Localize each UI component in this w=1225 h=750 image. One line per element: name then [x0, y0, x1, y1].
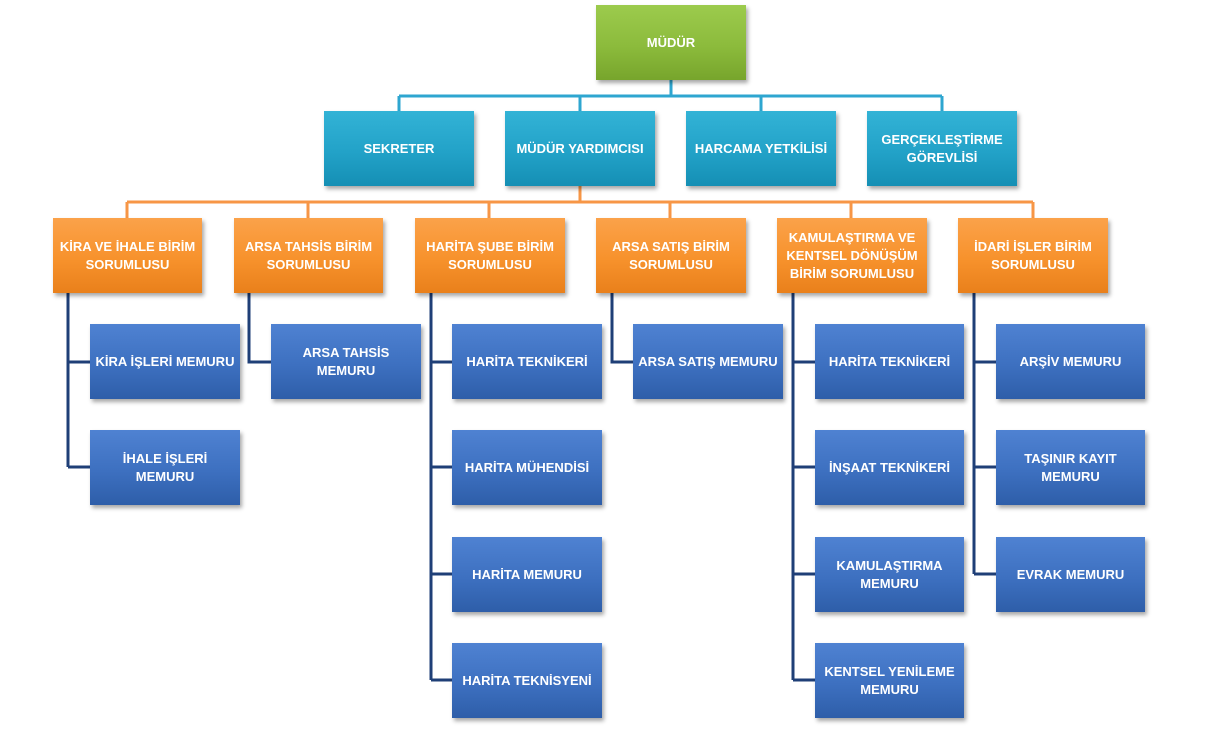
unit-label: ARSA TAHSİS BİRİM SORUMLUSU [244, 238, 373, 272]
staff-box-executive-officer: GERÇEKLEŞTİRME GÖREVLİSİ [867, 111, 1017, 186]
member-label: KİRA İŞLERİ MEMURU [95, 353, 235, 369]
unit-box-land-allocation: ARSA TAHSİS BİRİM SORUMLUSU [234, 218, 383, 293]
member-label: HARİTA TEKNİKERİ [828, 353, 951, 369]
staff-box-deputy-director: MÜDÜR YARDIMCISI [505, 111, 655, 186]
staff-label: SEKRETER [363, 140, 435, 156]
member-label: ARSA SATIŞ MEMURU [638, 353, 778, 369]
unit-label: KAMULAŞTIRMA VE KENTSEL DÖNÜŞÜM BİRİM SO… [786, 229, 918, 281]
member-box: HARİTA TEKNİKERİ [452, 324, 602, 399]
connector-unit-3-members [429, 293, 452, 682]
staff-label: MÜDÜR YARDIMCISI [516, 140, 644, 156]
member-box: KENTSEL YENİLEME MEMURU [815, 643, 964, 718]
member-label: HARİTA MÜHENDİSİ [464, 459, 590, 475]
member-label: EVRAK MEMURU [1016, 566, 1125, 582]
member-box: HARİTA MEMURU [452, 537, 602, 612]
connector-deputy-units [125, 186, 1035, 218]
connector-director-staff [397, 80, 944, 111]
unit-label: ARSA SATIŞ BİRİM SORUMLUSU [612, 238, 730, 272]
member-box: EVRAK MEMURU [996, 537, 1145, 612]
member-label: HARİTA TEKNİKERİ [466, 353, 588, 369]
member-label: KENTSEL YENİLEME MEMURU [824, 663, 955, 697]
member-label: TAŞINIR KAYIT MEMURU [1024, 450, 1117, 484]
connector-unit-5-members [791, 293, 815, 682]
member-label: HARİTA MEMURU [472, 566, 582, 582]
member-box: HARİTA TEKNİSYENİ [452, 643, 602, 718]
member-label: ARSA TAHSİS MEMURU [302, 344, 390, 378]
unit-label: HARİTA ŞUBE BİRİM SORUMLUSU [426, 238, 554, 272]
member-box: İNŞAAT TEKNİKERİ [815, 430, 964, 505]
staff-label: GERÇEKLEŞTİRME GÖREVLİSİ [881, 131, 1003, 165]
unit-label: KİRA VE İHALE BİRİM SORUMLUSU [59, 238, 196, 272]
member-box: ARSA TAHSİS MEMURU [271, 324, 421, 399]
member-label: İHALE İŞLERİ MEMURU [122, 450, 208, 484]
unit-label: İDARİ İŞLER BİRİM SORUMLUSU [974, 238, 1092, 272]
member-box: TAŞINIR KAYIT MEMURU [996, 430, 1145, 505]
member-label: İNŞAAT TEKNİKERİ [828, 459, 951, 475]
unit-box-expropriation: KAMULAŞTIRMA VE KENTSEL DÖNÜŞÜM BİRİM SO… [777, 218, 927, 293]
staff-box-secretary: SEKRETER [324, 111, 474, 186]
member-box: HARİTA MÜHENDİSİ [452, 430, 602, 505]
member-box: KİRA İŞLERİ MEMURU [90, 324, 240, 399]
connector-unit-2-members [247, 293, 271, 364]
member-box: HARİTA TEKNİKERİ [815, 324, 964, 399]
director-label: MÜDÜR [646, 34, 696, 50]
unit-box-mapping: HARİTA ŞUBE BİRİM SORUMLUSU [415, 218, 565, 293]
staff-box-spending-authority: HARCAMA YETKİLİSİ [686, 111, 836, 186]
staff-label: HARCAMA YETKİLİSİ [694, 140, 828, 156]
unit-box-land-sales: ARSA SATIŞ BİRİM SORUMLUSU [596, 218, 746, 293]
director-box: MÜDÜR [596, 5, 746, 80]
connector-unit-4-members [610, 293, 633, 364]
connector-unit-1-members [66, 293, 90, 469]
unit-box-administrative: İDARİ İŞLER BİRİM SORUMLUSU [958, 218, 1108, 293]
member-label: KAMULAŞTIRMA MEMURU [836, 557, 943, 591]
member-box: KAMULAŞTIRMA MEMURU [815, 537, 964, 612]
connector-unit-6-members [972, 293, 996, 576]
member-box: ARSA SATIŞ MEMURU [633, 324, 783, 399]
member-label: HARİTA TEKNİSYENİ [462, 672, 592, 688]
member-box: ARŞİV MEMURU [996, 324, 1145, 399]
unit-box-rent-tender: KİRA VE İHALE BİRİM SORUMLUSU [53, 218, 202, 293]
member-box: İHALE İŞLERİ MEMURU [90, 430, 240, 505]
member-label: ARŞİV MEMURU [1019, 353, 1122, 369]
